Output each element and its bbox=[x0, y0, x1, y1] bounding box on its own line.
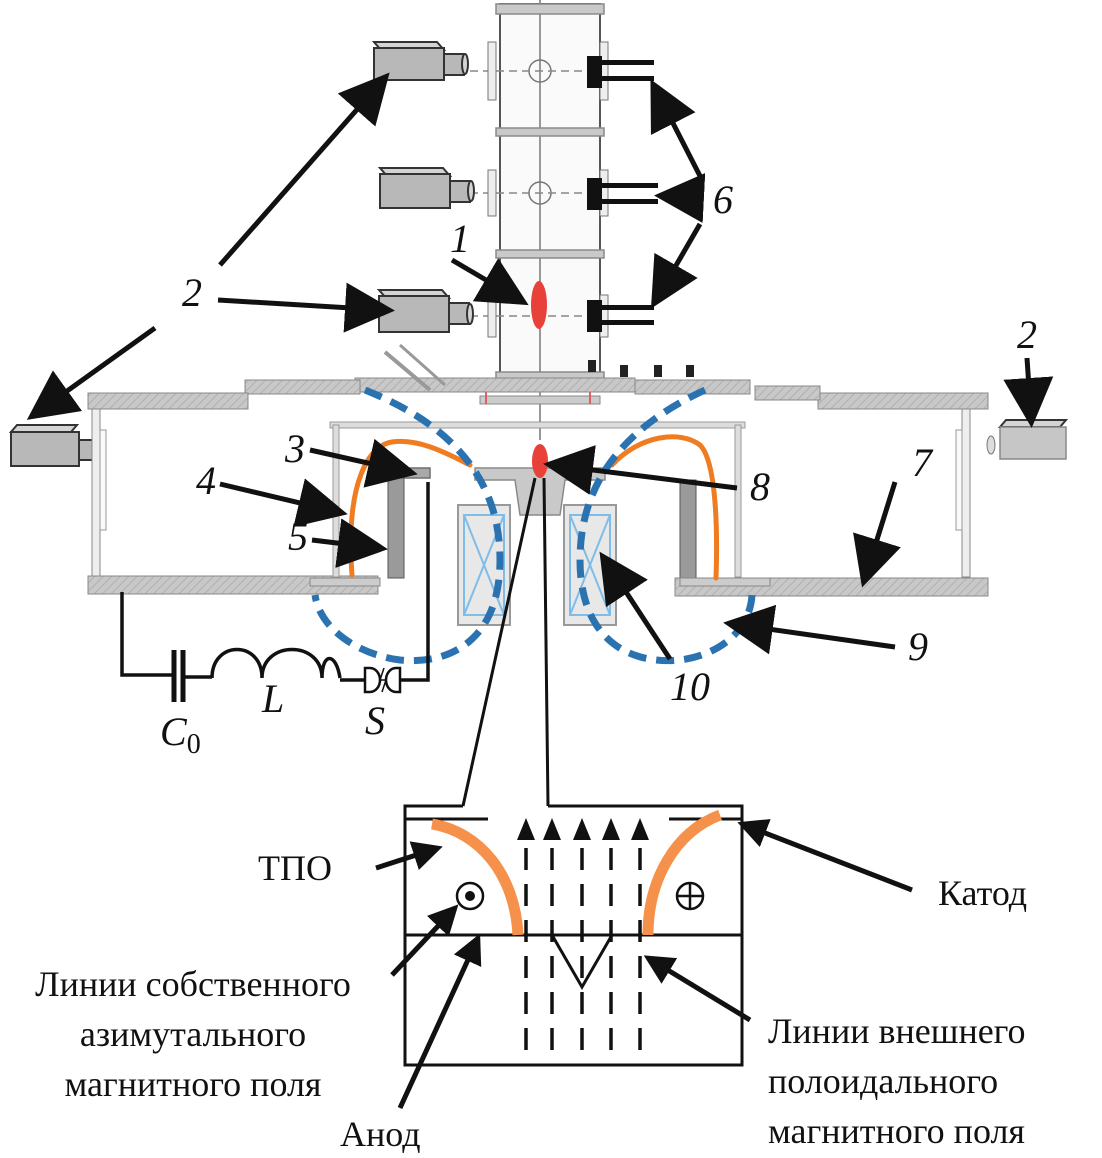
camera-right bbox=[986, 419, 1069, 460]
magnetic-probe-bottom bbox=[587, 300, 654, 332]
callout-5: 5 bbox=[288, 514, 308, 559]
svg-text:Линии собственного: Линии собственного bbox=[35, 964, 351, 1004]
vacuum-chamber bbox=[87, 343, 989, 597]
camera-top bbox=[371, 41, 469, 81]
anode-tip bbox=[550, 934, 614, 991]
callout-8: 8 bbox=[750, 464, 770, 509]
inset-pinch-detail bbox=[375, 804, 913, 1110]
cathode-label: Катод bbox=[938, 873, 1027, 913]
field-out-of-page-icon bbox=[455, 881, 485, 911]
callout-3: 3 bbox=[284, 426, 305, 471]
callout-2-left: 2 bbox=[182, 270, 202, 315]
inductor-label: L bbox=[261, 676, 284, 721]
field-line-left bbox=[311, 386, 504, 665]
current-sheath-tpo-right bbox=[642, 809, 723, 936]
plasma-focus-8 bbox=[532, 444, 548, 478]
callout-4: 4 bbox=[196, 458, 216, 503]
svg-text:полоидального: полоидального bbox=[768, 1061, 998, 1101]
callout-9: 9 bbox=[908, 624, 928, 669]
magnetic-probe-middle bbox=[587, 178, 658, 210]
svg-text:магнитного поля: магнитного поля bbox=[65, 1064, 322, 1104]
tpo-label: ТПО bbox=[258, 848, 332, 888]
switch-label: S bbox=[365, 698, 385, 743]
magnetic-probe-top bbox=[587, 56, 654, 88]
plasma-region-1 bbox=[531, 281, 547, 329]
camera-lower bbox=[376, 289, 474, 333]
svg-text:Линии внешнего: Линии внешнего bbox=[768, 1011, 1026, 1051]
callout-7: 7 bbox=[912, 440, 934, 485]
callout-10: 10 bbox=[670, 664, 710, 709]
capacitor-label: C0 bbox=[160, 709, 201, 760]
callout-arrows bbox=[26, 72, 1054, 661]
magnetic-coil-10 bbox=[457, 504, 617, 626]
poloidal-field-label: Линии внешнего полоидального магнитного … bbox=[768, 1011, 1026, 1151]
anode-label: Анод bbox=[340, 1114, 421, 1154]
svg-text:магнитного поля: магнитного поля bbox=[768, 1111, 1025, 1151]
callout-2-right: 2 bbox=[1017, 312, 1037, 357]
spark-gap-switch-S bbox=[363, 666, 402, 694]
svg-text:азимутального: азимутального bbox=[80, 1014, 306, 1054]
current-sheath-tpo-left bbox=[430, 818, 524, 936]
diagnostic-column bbox=[470, 0, 609, 440]
insulator-5-right bbox=[679, 479, 697, 579]
field-into-page-icon bbox=[675, 881, 705, 911]
inductor-L bbox=[210, 647, 342, 679]
field-line-right bbox=[576, 386, 756, 665]
callout-1: 1 bbox=[450, 216, 470, 261]
callout-6: 6 bbox=[713, 177, 733, 222]
camera-left bbox=[8, 424, 94, 467]
current-sheath-right bbox=[609, 434, 720, 581]
insulator-5 bbox=[387, 477, 405, 579]
camera-middle bbox=[377, 167, 475, 209]
azimuthal-field-label: Линии собственного азимутального магнитн… bbox=[35, 964, 351, 1104]
discharge-circuit bbox=[120, 482, 430, 702]
